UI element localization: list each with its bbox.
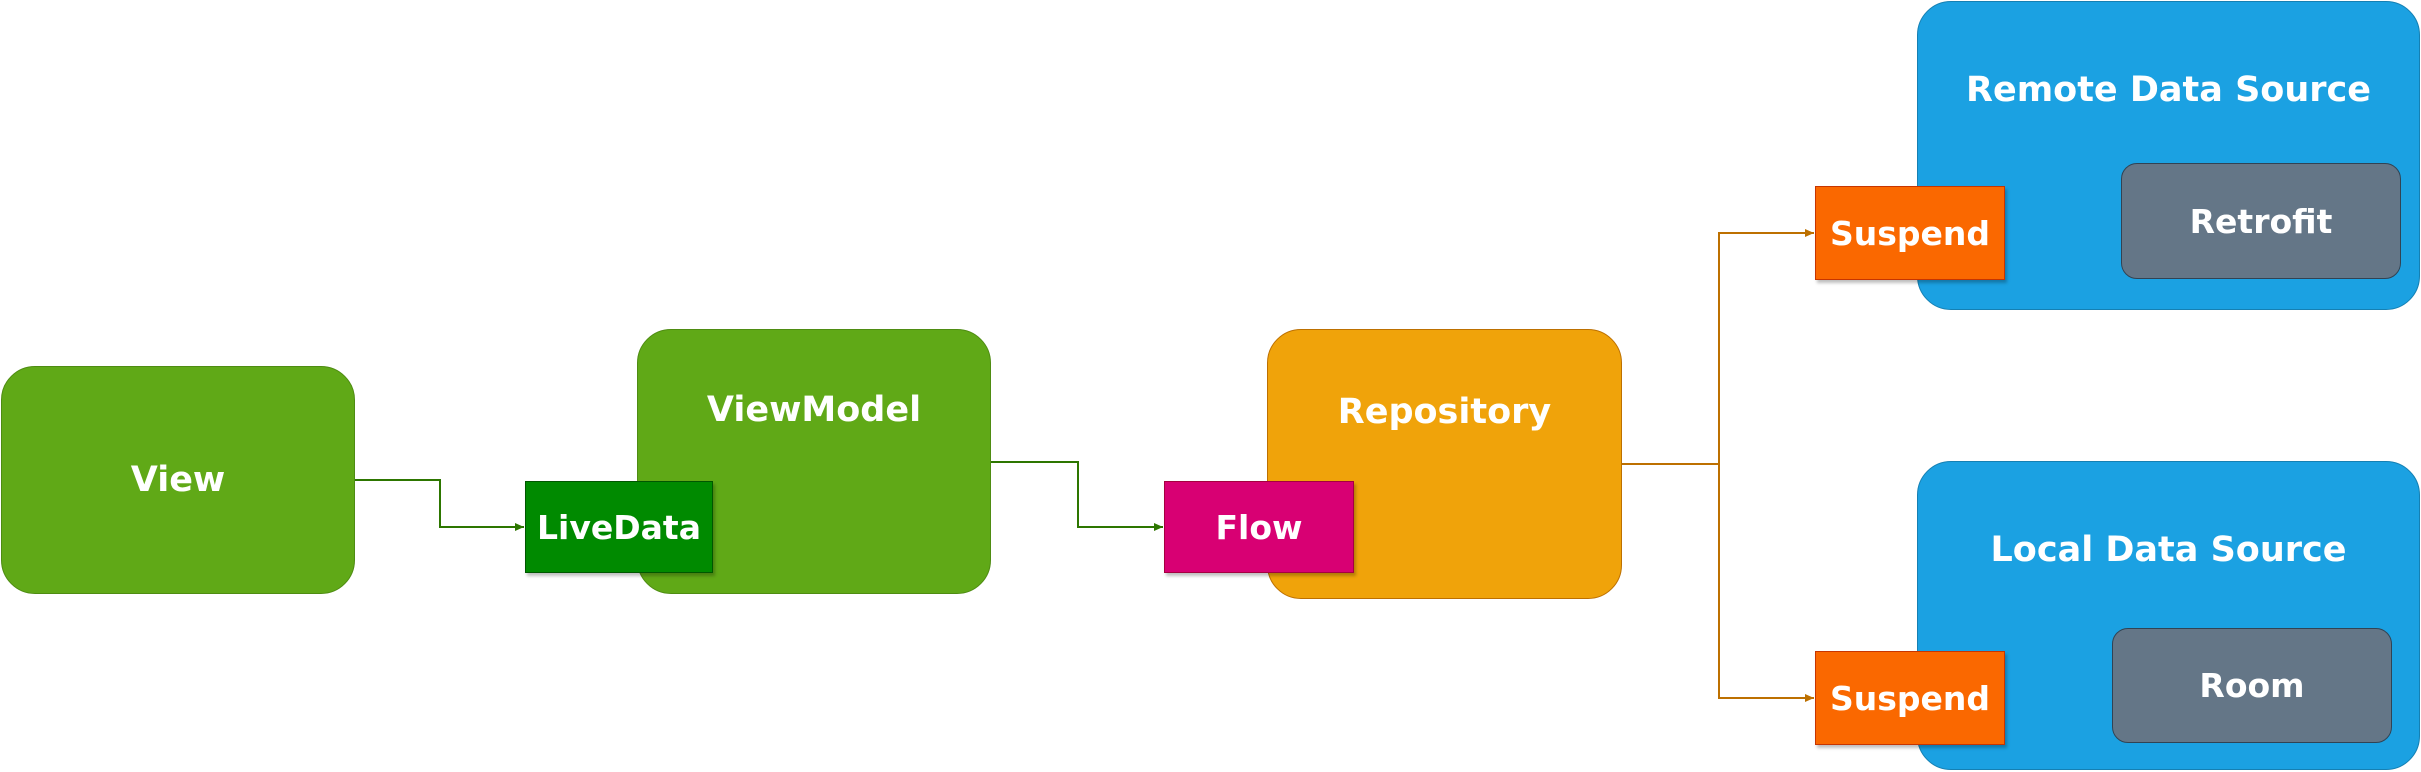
connector-repository-to-local-suspend	[1622, 463, 1814, 702]
connector-repository-to-remote-suspend	[1622, 229, 1814, 465]
viewmodel-node: ViewModel	[637, 329, 991, 594]
livedata-badge: LiveData	[525, 481, 713, 573]
room-node: Room	[2112, 628, 2392, 743]
flow-label: Flow	[1215, 507, 1303, 547]
repository-label: Repository	[1337, 392, 1552, 432]
connector-viewmodel-to-flow	[990, 461, 1163, 531]
local-suspend-badge: Suspend	[1815, 651, 2005, 745]
connector-view-to-livedata	[355, 479, 524, 531]
local-data-source-label: Local Data Source	[1990, 530, 2347, 570]
local-suspend-label: Suspend	[1829, 678, 1991, 718]
retrofit-label: Retrofit	[2189, 201, 2333, 241]
view-label: View	[130, 460, 226, 500]
view-node: View	[1, 366, 355, 594]
remote-suspend-label: Suspend	[1829, 213, 1991, 253]
flow-badge: Flow	[1164, 481, 1354, 573]
remote-data-source-label: Remote Data Source	[1966, 70, 2371, 110]
viewmodel-label: ViewModel	[706, 390, 922, 430]
retrofit-node: Retrofit	[2121, 163, 2401, 279]
livedata-label: LiveData	[537, 507, 701, 547]
room-label: Room	[2199, 666, 2305, 705]
remote-suspend-badge: Suspend	[1815, 186, 2005, 280]
